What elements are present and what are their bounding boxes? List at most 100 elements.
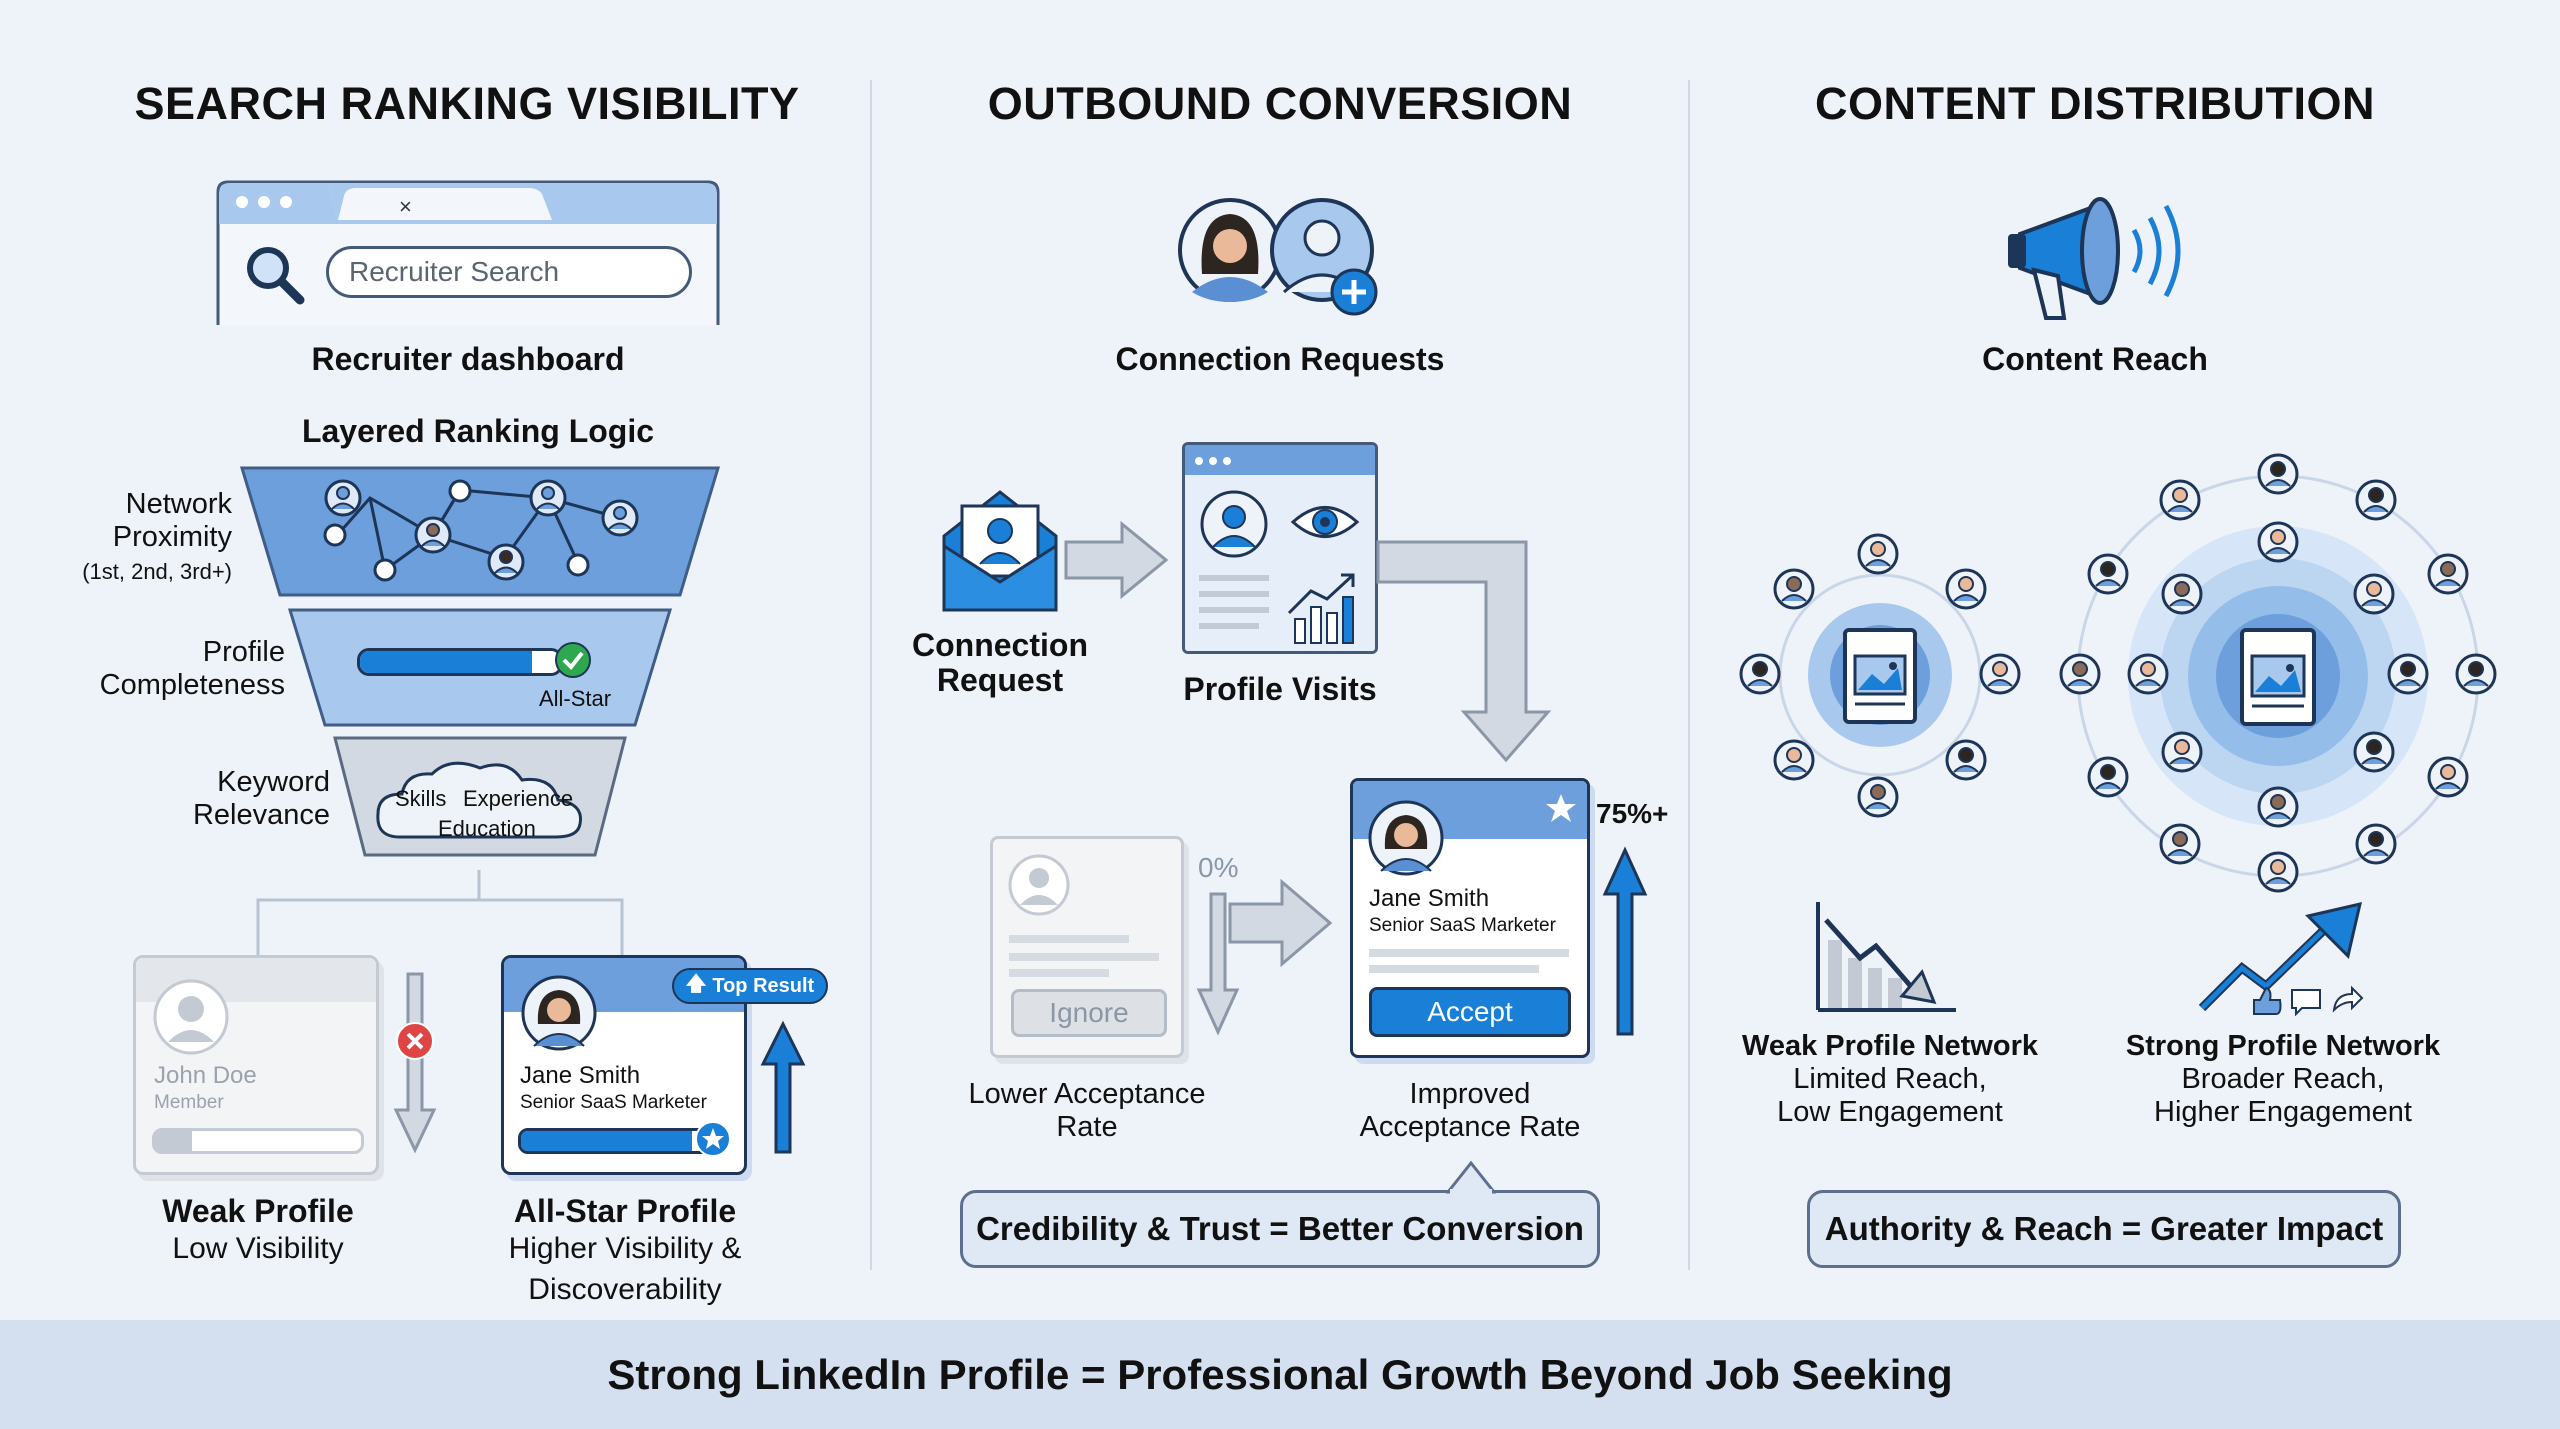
star-icon xyxy=(1546,794,1576,822)
funnel-title: Layered Ranking Logic xyxy=(301,413,655,449)
keyword-experience: Experience xyxy=(463,786,574,811)
accepted-request-card[interactable]: Jane Smith Senior SaaS Marketer Accept xyxy=(1350,778,1590,1058)
up-arrow-icon: 🡅 xyxy=(685,973,707,995)
person-node-icon xyxy=(2387,653,2429,695)
strong-profile-caption: All-Star Profile Higher Visibility & Dis… xyxy=(500,1193,750,1310)
low-acceptance-percent: 0% xyxy=(1198,852,1239,883)
person-node-icon xyxy=(1945,739,1987,781)
weak-profile-card[interactable]: John Doe Member xyxy=(133,955,379,1175)
person-node-icon xyxy=(2355,823,2397,865)
check-circle-icon xyxy=(555,642,591,678)
profile-visits-window xyxy=(1182,442,1378,654)
network-node-icon xyxy=(448,479,472,503)
footer-banner: Strong LinkedIn Profile = Professional G… xyxy=(0,1320,2560,1429)
callout-pointer xyxy=(1446,1160,1496,1194)
network-proximity-text: Network Proximity xyxy=(112,488,232,553)
network-proximity-degrees: (1st, 2nd, 3rd+) xyxy=(82,558,232,584)
content-reach-label: Content Reach xyxy=(1982,341,2208,377)
up-arrow-blue xyxy=(760,1020,806,1154)
weak-profile-desc: Low Visibility xyxy=(172,1232,344,1266)
accept-card-name: Jane Smith xyxy=(1369,885,1490,912)
person-node-icon xyxy=(2159,479,2201,521)
ignore-button[interactable]: Ignore xyxy=(1011,989,1167,1037)
strong-network-desc: Broader Reach, Higher Engagement xyxy=(2154,1062,2412,1128)
network-person-icon xyxy=(324,479,362,517)
declining-trend-icon xyxy=(1816,902,1956,1012)
ignored-request-card[interactable]: Ignore xyxy=(990,836,1184,1058)
person-node-icon xyxy=(2059,653,2101,695)
person-node-icon xyxy=(2257,786,2299,828)
person-node-icon xyxy=(2161,573,2203,615)
connection-request-label: Connection Request xyxy=(912,627,1088,699)
person-node-icon xyxy=(2257,453,2299,495)
weak-network-diagram xyxy=(1778,573,1982,777)
network-node-icon xyxy=(373,558,397,582)
strong-card-role: Senior SaaS Marketer xyxy=(520,1092,707,1113)
close-tab-icon[interactable]: × xyxy=(399,194,412,219)
default-avatar-icon xyxy=(1008,854,1070,916)
up-arrow-blue xyxy=(1602,846,1648,1036)
megaphone-icon xyxy=(2008,197,2181,320)
person-node-icon xyxy=(2353,731,2395,773)
envelope-request-icon xyxy=(942,490,1058,612)
person-node-icon xyxy=(1857,533,1899,575)
weak-card-progress xyxy=(152,1128,364,1154)
person-node-icon xyxy=(2159,823,2201,865)
lower-acceptance-label: Lower Acceptance Rate xyxy=(968,1078,1206,1143)
strong-network-diagram xyxy=(2076,474,2480,878)
person-node-icon xyxy=(2087,553,2129,595)
person-node-icon xyxy=(2161,731,2203,773)
completeness-progress-bar xyxy=(357,648,563,676)
connection-requests-icon xyxy=(1178,198,1378,316)
down-arrow-gray xyxy=(393,972,437,1154)
rising-trend-icon xyxy=(2198,901,2364,1016)
profile-completeness-label: Profile Completeness xyxy=(99,636,285,701)
network-person-icon xyxy=(529,479,567,517)
person-node-icon xyxy=(1979,653,2021,695)
recruiter-dashboard-label: Recruiter dashboard xyxy=(311,341,625,377)
high-acceptance-percent: 75%+ xyxy=(1596,798,1669,829)
x-circle-icon xyxy=(396,1022,434,1060)
person-node-icon xyxy=(2427,756,2469,798)
network-person-icon xyxy=(414,516,452,554)
person-node-icon xyxy=(2355,479,2397,521)
authority-equation-box: Authority & Reach = Greater Impact xyxy=(1807,1190,2401,1268)
recruiter-browser-window: × Recruiter Search xyxy=(216,180,720,325)
jane-avatar-icon xyxy=(1368,800,1444,876)
person-node-icon xyxy=(1945,568,1987,610)
person-node-icon xyxy=(2257,521,2299,563)
weak-network-caption: Weak Profile Network Limited Reach, Low … xyxy=(1720,1030,2060,1128)
tree-connector xyxy=(256,870,624,958)
visitor-avatar-icon xyxy=(1200,490,1268,558)
content-distribution-title: CONTENT DISTRIBUTION xyxy=(1815,78,2375,129)
strong-profile-title: All-Star Profile xyxy=(513,1193,737,1229)
person-node-icon xyxy=(1857,776,1899,818)
top-result-text: Top Result xyxy=(712,974,815,997)
all-star-badge-text: All-Star xyxy=(538,686,612,711)
keyword-cloud-icon xyxy=(376,761,583,839)
person-node-icon xyxy=(1739,653,1781,695)
column-divider-left xyxy=(870,80,872,1270)
person-node-icon xyxy=(2353,573,2395,615)
accept-button-label: Accept xyxy=(1427,996,1513,1027)
person-node-icon xyxy=(2087,756,2129,798)
analytics-chart-icon xyxy=(1199,573,1355,644)
network-node-icon xyxy=(566,553,590,577)
eye-icon xyxy=(1290,506,1360,538)
accept-card-role: Senior SaaS Marketer xyxy=(1369,915,1556,936)
person-node-icon xyxy=(2427,553,2469,595)
keyword-skills: Skills xyxy=(395,786,447,811)
search-icon xyxy=(247,247,305,305)
accept-button[interactable]: Accept xyxy=(1369,987,1571,1037)
search-ranking-title: SEARCH RANKING VISIBILITY xyxy=(134,78,800,129)
strong-card-progress xyxy=(518,1128,714,1154)
window-dots-icon xyxy=(1195,457,1231,465)
profile-visits-label: Profile Visits xyxy=(1183,671,1377,707)
improved-acceptance-label: Improved Acceptance Rate xyxy=(1359,1078,1581,1143)
connection-requests-label: Connection Requests xyxy=(1115,341,1445,377)
weak-network-title: Weak Profile Network xyxy=(1741,1030,2038,1062)
column-divider-right xyxy=(1688,80,1690,1270)
strong-network-caption: Strong Profile Network Broader Reach, Hi… xyxy=(2108,1030,2458,1128)
down-arrow-gray xyxy=(1196,892,1240,1036)
recruiter-search-input[interactable]: Recruiter Search xyxy=(326,246,692,298)
